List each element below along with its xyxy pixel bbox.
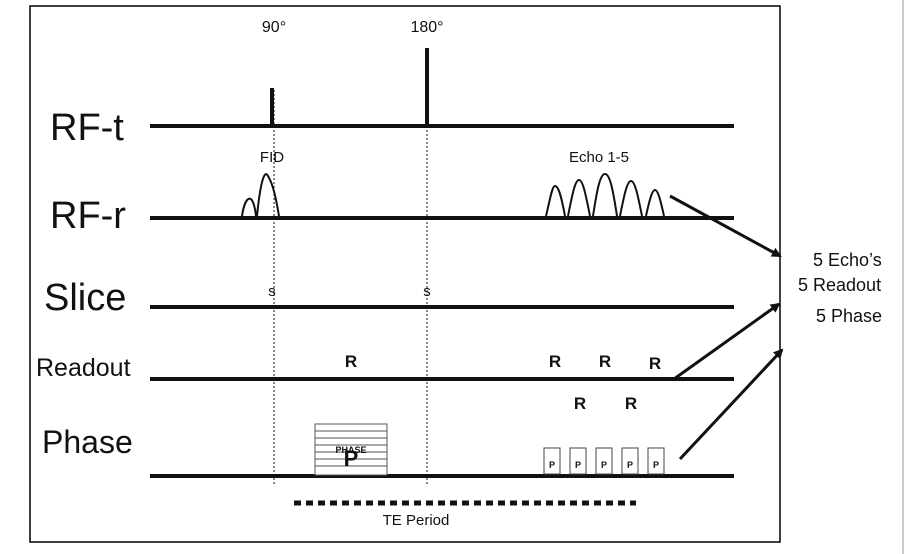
phase-table-text: PHASE xyxy=(335,445,366,455)
row-label-slice: Slice xyxy=(44,277,126,319)
phase-box-5: P xyxy=(647,447,665,475)
summary-phases: 5 Phase xyxy=(816,306,883,326)
arrow-phase xyxy=(678,348,784,461)
readout-marker-6: R xyxy=(625,394,637,413)
phase-table-letter: P xyxy=(344,446,359,471)
phase-box-4: P xyxy=(621,447,639,475)
diagram-frame xyxy=(29,5,781,543)
phase-box-3: P xyxy=(595,447,613,475)
readout-marker-4: R xyxy=(649,354,661,373)
summary-readouts: 5 Readout xyxy=(798,275,882,295)
arrow-echo xyxy=(669,194,782,258)
readout-marker-2: R xyxy=(549,352,561,371)
te-period-label: TE Period xyxy=(383,512,450,529)
fid-signal xyxy=(241,173,280,217)
phase-box-letter: P xyxy=(653,460,659,470)
echo-signal-1 xyxy=(545,184,566,217)
slice-marker-1: s xyxy=(268,283,276,300)
phase-box-1: P xyxy=(543,447,561,475)
phase-encode-table: P PHASE xyxy=(314,423,388,476)
readout-marker-1: R xyxy=(345,352,357,371)
echo-signal-4 xyxy=(619,179,643,217)
rf90-label: 90° xyxy=(262,19,286,36)
row-label-rf-t: RF-t xyxy=(50,107,124,149)
phase-box-letter: P xyxy=(575,460,581,470)
row-label-readout: Readout xyxy=(36,354,131,382)
arrow-readout xyxy=(673,302,781,381)
row-label-rf-r: RF-r xyxy=(50,195,126,237)
rf180-label: 180° xyxy=(410,19,443,36)
phase-box-letter: P xyxy=(549,460,555,470)
fid-label: FID xyxy=(260,149,284,166)
echo-signal-3 xyxy=(592,172,618,217)
phase-box-letter: P xyxy=(601,460,607,470)
phase-box-letter: P xyxy=(627,460,633,470)
echo-signal-2 xyxy=(567,178,591,217)
echo-label: Echo 1-5 xyxy=(569,149,629,166)
readout-marker-3: R xyxy=(599,352,611,371)
slice-marker-2: s xyxy=(423,283,431,300)
summary-echoes: 5 Echo’s xyxy=(813,250,882,270)
row-label-phase: Phase xyxy=(42,424,133,460)
phase-box-2: P xyxy=(569,447,587,475)
echo-signal-5 xyxy=(645,188,665,217)
readout-marker-5: R xyxy=(574,394,586,413)
